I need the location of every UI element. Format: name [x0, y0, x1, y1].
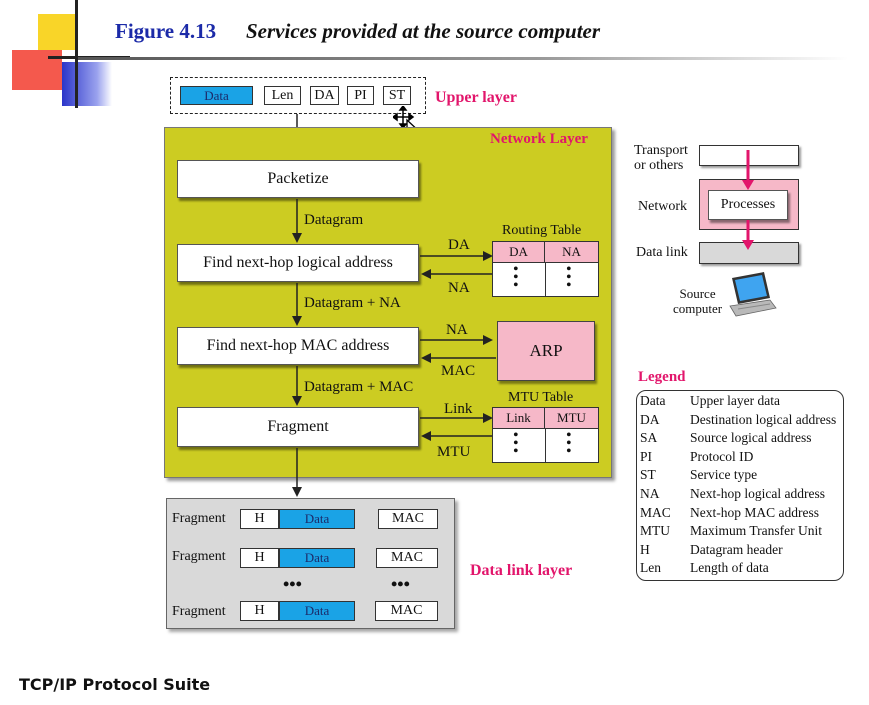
legend-row: ST Service type: [636, 467, 846, 485]
source-computer-label: Source computer: [673, 286, 723, 316]
step-find-logical-address: Find next-hop logical address: [177, 244, 419, 282]
fragment-label: Fragment: [172, 549, 226, 564]
legend-row: MTU Maximum Transfer Unit: [636, 523, 846, 541]
legend-row: SA Source logical address: [636, 430, 846, 448]
network-layer-label: Network Layer: [490, 131, 588, 147]
datalink-side-label: Data link: [636, 245, 688, 260]
fragment-header: H: [240, 548, 279, 568]
routing-table-header-na: NA: [545, 242, 598, 263]
fragment-ellipsis: •••: [283, 574, 302, 594]
fragment-mac: MAC: [375, 601, 438, 621]
legend-desc: Next-hop logical address: [690, 486, 825, 501]
legend-abbr: NA: [640, 486, 660, 501]
label-datagram-na: Datagram + NA: [304, 295, 401, 311]
mtu-table-header-link: Link: [493, 408, 545, 429]
legend-desc: Length of data: [690, 560, 769, 576]
upper-data-field: Data: [180, 86, 253, 105]
routing-table-ellipsis: •••: [566, 261, 572, 294]
side-flow-arrows: [742, 150, 754, 250]
legend-abbr: Len: [640, 560, 661, 576]
fragment-data: Data: [279, 601, 355, 621]
footer-text: TCP/IP Protocol Suite: [19, 675, 211, 694]
legend-box: [636, 390, 844, 581]
mtu-in-label: Link: [444, 401, 473, 417]
arp-box: ARP: [497, 321, 595, 381]
routing-table-ellipsis: •••: [513, 261, 519, 294]
mtu-table-title: MTU Table: [508, 390, 574, 405]
legend-abbr: PI: [640, 448, 653, 464]
legend-desc: Upper layer data: [690, 393, 780, 408]
mtu-table-ellipsis: •••: [513, 427, 519, 460]
mtu-table-header-mtu: MTU: [545, 408, 598, 429]
legend-abbr: SA: [640, 430, 658, 446]
fragment-mac: MAC: [376, 548, 438, 568]
legend-abbr: DA: [640, 411, 660, 427]
step-fragment: Fragment: [177, 407, 419, 447]
arp-out-label: MAC: [441, 363, 476, 379]
fragment-header: H: [240, 601, 279, 621]
mac-ellipsis: •••: [391, 574, 410, 594]
legend-abbr: H: [640, 541, 650, 557]
arp-in-label: NA: [446, 322, 468, 338]
step-find-mac-address: Find next-hop MAC address: [177, 327, 419, 365]
mtu-table-ellipsis: •••: [566, 427, 572, 460]
label-datagram-mac: Datagram + MAC: [304, 379, 414, 395]
data-link-layer-label: Data link layer: [470, 562, 573, 579]
step-packetize: Packetize: [177, 160, 419, 198]
upper-layer-label: Upper layer: [435, 89, 517, 106]
upper-pi-field: PI: [347, 86, 374, 105]
legend-desc: Maximum Transfer Unit: [690, 523, 823, 539]
legend-desc: Datagram header: [690, 541, 783, 557]
upper-layer-packet: [170, 77, 426, 114]
legend-row: Len Length of data: [636, 560, 846, 578]
legend-abbr: Data: [640, 393, 666, 408]
legend-row: Data Upper layer data: [636, 393, 846, 411]
routing-out-label: NA: [448, 280, 470, 296]
upper-len-field: Len: [264, 86, 301, 105]
legend-abbr: MTU: [640, 523, 670, 539]
legend-row: MAC Next-hop MAC address: [636, 505, 846, 523]
fragment-label: Fragment: [172, 511, 226, 526]
transport-label: Transport or others: [634, 143, 688, 173]
legend-row: NA Next-hop logical address: [636, 486, 846, 504]
fragment-data: Data: [279, 509, 355, 529]
routing-table-header-da: DA: [493, 242, 545, 263]
legend-desc: Protocol ID: [690, 448, 754, 464]
legend-row: H Datagram header: [636, 542, 846, 560]
fragment-label: Fragment: [172, 604, 226, 619]
fragment-header: H: [240, 509, 279, 529]
legend-desc: Next-hop MAC address: [690, 504, 819, 520]
network-side-label: Network: [638, 199, 687, 214]
fragment-mac: MAC: [378, 509, 438, 529]
processes-box: Processes: [708, 190, 788, 220]
upper-da-field: DA: [310, 86, 339, 105]
legend-title: Legend: [638, 369, 686, 385]
legend-abbr: ST: [640, 467, 656, 483]
corner-logo: [0, 0, 130, 110]
header-rule: [78, 57, 848, 60]
routing-in-label: DA: [448, 237, 470, 253]
laptop-icon: [729, 272, 777, 317]
figure-title: Services provided at the source computer: [246, 19, 601, 43]
legend-desc: Destination logical address: [690, 411, 837, 427]
legend-abbr: MAC: [640, 504, 671, 520]
legend-row: PI Protocol ID: [636, 449, 846, 467]
figure-number: Figure 4.13: [115, 19, 217, 43]
routing-table-title: Routing Table: [502, 223, 582, 238]
fragment-data: Data: [279, 548, 355, 568]
legend-row: DA Destination logical address: [636, 412, 846, 430]
legend-desc: Service type: [690, 467, 758, 483]
upper-st-field: ST: [383, 86, 411, 105]
mtu-out-label: MTU: [437, 444, 471, 460]
label-datagram: Datagram: [304, 212, 364, 228]
legend-desc: Source logical address: [690, 430, 812, 446]
